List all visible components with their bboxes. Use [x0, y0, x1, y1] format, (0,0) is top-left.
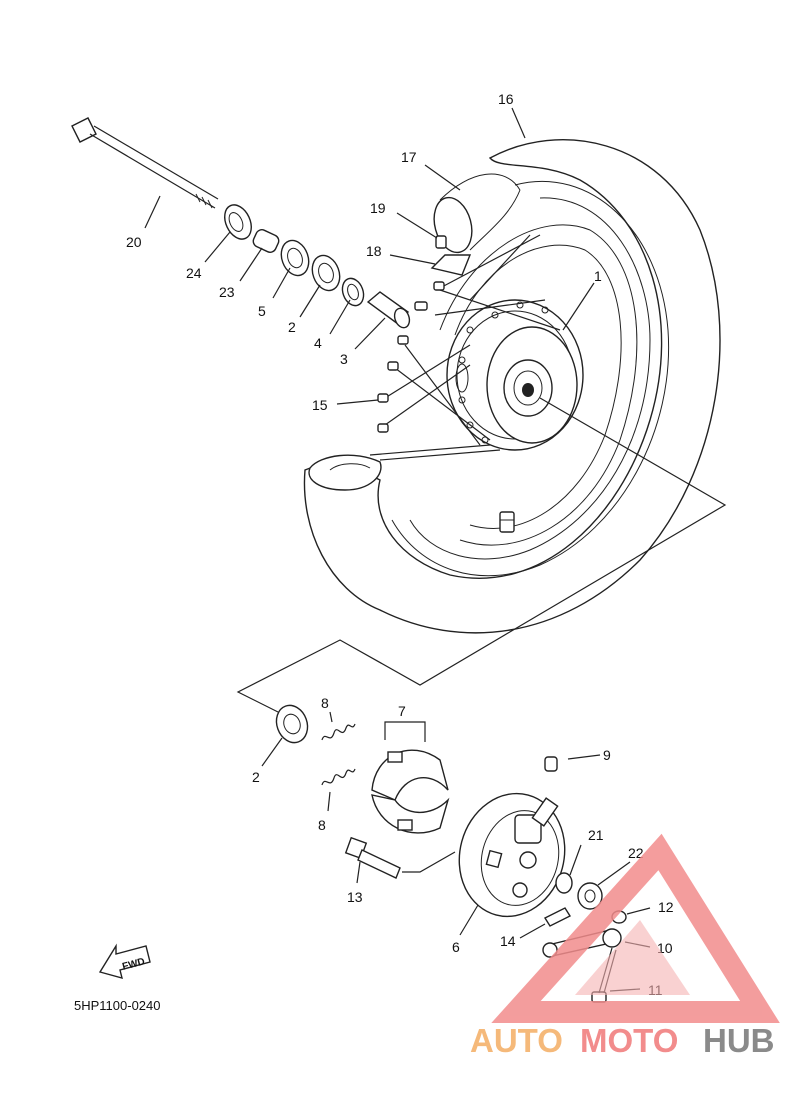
brake-cam	[344, 836, 401, 879]
callout-2-upper: 2	[288, 319, 296, 335]
callout-9: 9	[603, 747, 611, 763]
watermark-moto: MOTO	[580, 1022, 678, 1059]
bearing-2-lower	[275, 704, 309, 744]
bearing-2-upper	[311, 254, 341, 292]
callout-8-lower: 8	[318, 817, 326, 833]
callout-leaders	[144, 107, 651, 992]
callout-numbers: 1 2 2 3 4 5 6 7 8 8 9 10 11 12 13 14 15 …	[126, 91, 674, 998]
callout-1: 1	[594, 268, 602, 284]
callout-24: 24	[186, 265, 202, 281]
callout-22: 22	[628, 845, 644, 861]
valve-cap	[435, 235, 447, 249]
callout-12: 12	[658, 899, 674, 915]
tire	[303, 139, 721, 634]
fwd-arrow: FWD	[98, 943, 151, 979]
callout-14: 14	[500, 933, 516, 949]
callout-13: 13	[347, 889, 363, 905]
callout-5: 5	[258, 303, 266, 319]
bearing-5	[280, 239, 310, 277]
spokes	[369, 234, 561, 461]
callout-20: 20	[126, 234, 142, 250]
callout-7: 7	[398, 703, 406, 719]
spring-upper	[321, 723, 356, 741]
hub-spacer	[366, 291, 411, 329]
diagram-code: 5HP1100-0240	[74, 998, 161, 1013]
callout-4: 4	[314, 335, 322, 351]
callout-16: 16	[498, 91, 514, 107]
air-valve	[499, 511, 515, 533]
watermark-hub: HUB	[703, 1022, 775, 1059]
wear-indicator	[543, 907, 572, 927]
wheel-hub	[446, 299, 584, 451]
watermark-logo	[491, 833, 780, 1023]
rim	[439, 224, 638, 546]
axle	[71, 117, 219, 209]
brake-shoes	[371, 749, 450, 834]
callout-18: 18	[366, 243, 382, 259]
washer	[555, 872, 573, 894]
watermark-auto: AUTO	[470, 1022, 563, 1059]
cam-leader	[402, 851, 456, 873]
spring-lower	[321, 768, 356, 786]
spoke-nipples	[377, 281, 445, 433]
oil-seal	[341, 277, 365, 307]
callout-3: 3	[340, 351, 348, 367]
callout-19: 19	[370, 200, 386, 216]
axle-nut	[577, 882, 603, 910]
tube-lower	[308, 454, 382, 491]
callout-21: 21	[588, 827, 604, 843]
watermark-wordmark: AUTO MOTO HUB	[470, 1022, 775, 1059]
rim-band	[430, 254, 472, 276]
callout-8-upper: 8	[321, 695, 329, 711]
callout-23: 23	[219, 284, 235, 300]
axle-collar	[224, 204, 252, 240]
spacer	[252, 229, 280, 253]
watermark-triangle-inner	[575, 920, 690, 995]
callout-2-lower: 2	[252, 769, 260, 785]
callout-17: 17	[401, 149, 417, 165]
callout-15: 15	[312, 397, 328, 413]
brake-plate	[458, 792, 566, 918]
callout-6: 6	[452, 939, 460, 955]
pin	[544, 756, 558, 772]
hub-to-brake-leader	[236, 397, 727, 713]
watermark-triangle-outer	[491, 833, 780, 1023]
shoes-bracket	[384, 721, 426, 742]
